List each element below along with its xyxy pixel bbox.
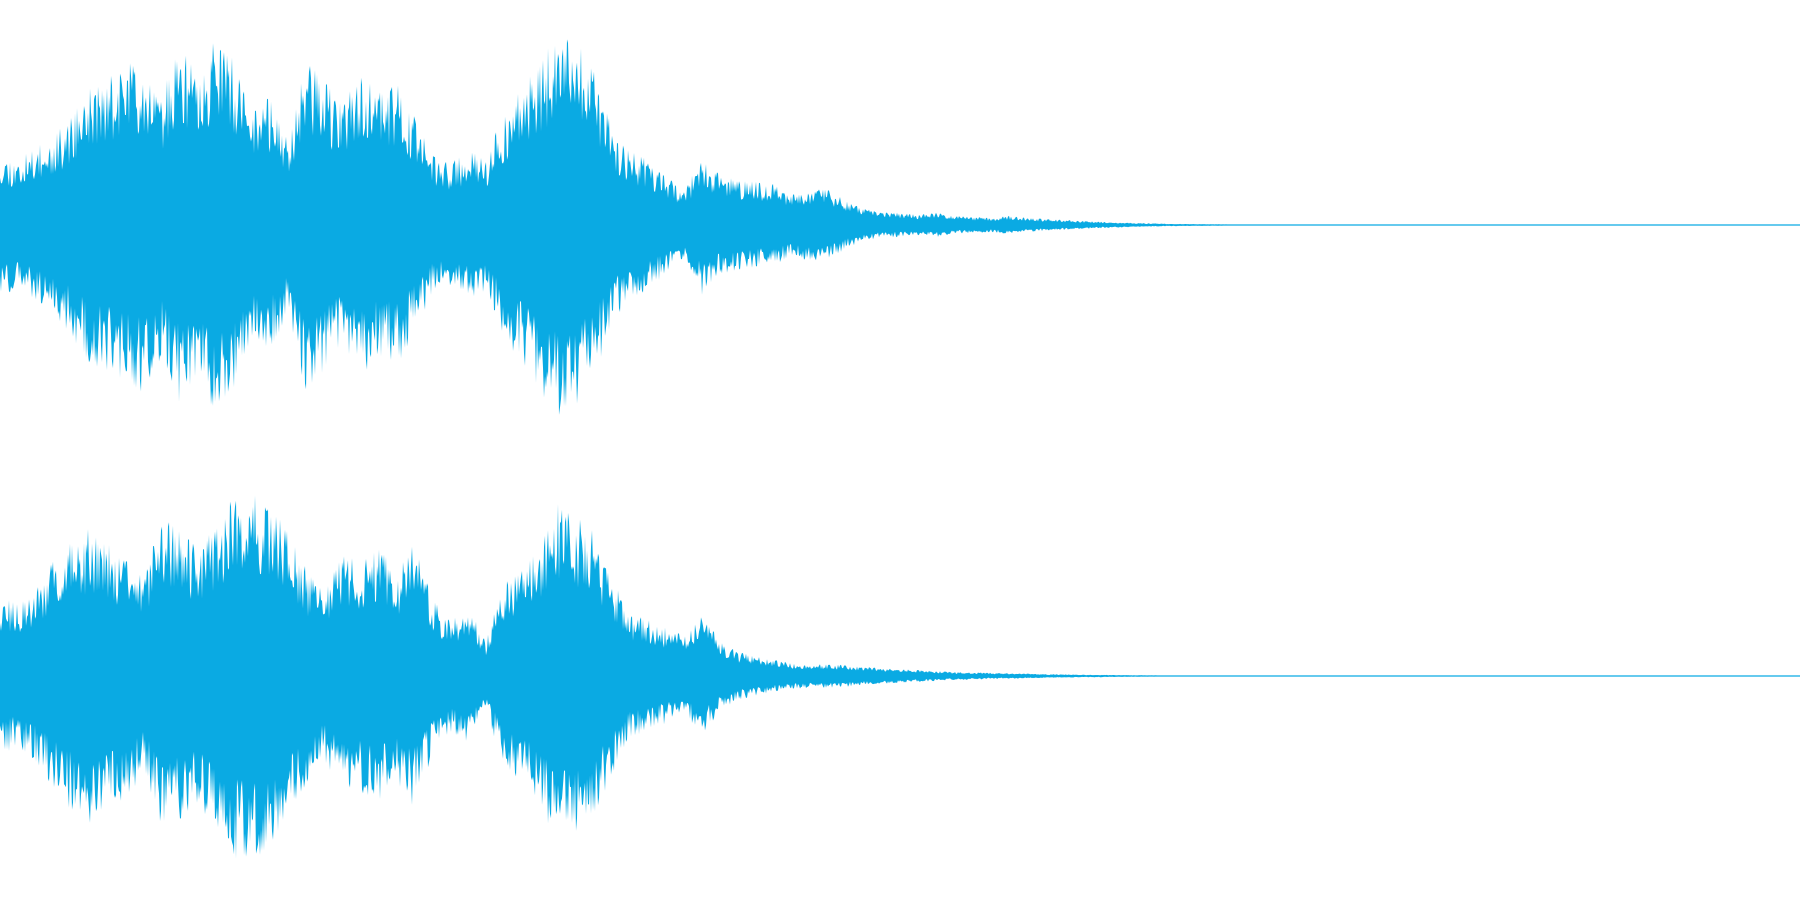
channel-2-fill (0, 495, 1800, 859)
channel-1-fill (0, 39, 1800, 415)
channel-2-waveform (0, 495, 1800, 859)
channel-1-waveform (0, 39, 1800, 415)
